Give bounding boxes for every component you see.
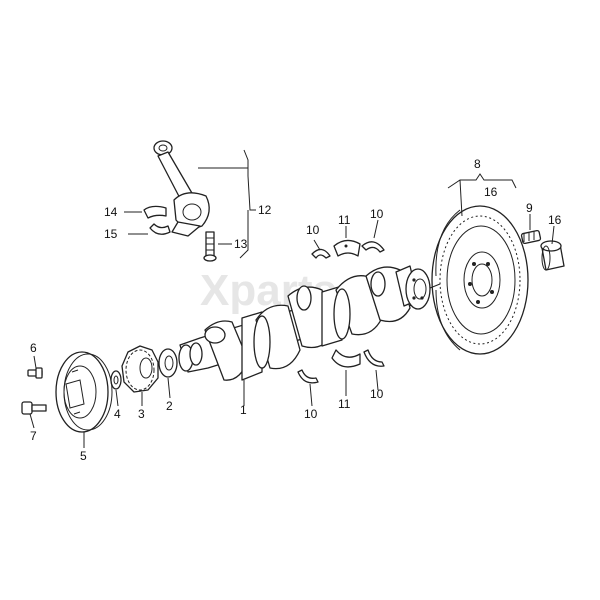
conrod-bearing-upper[interactable]	[143, 205, 167, 219]
thrust-washer-lower-right[interactable]	[363, 349, 385, 367]
timing-gear[interactable]	[121, 345, 159, 393]
thrust-washer-lower-left[interactable]	[297, 369, 319, 384]
flywheel[interactable]	[431, 205, 529, 355]
thrust-washer-upper-right[interactable]	[361, 241, 385, 253]
connecting-rod[interactable]	[153, 140, 210, 237]
callout-9: 9	[526, 201, 533, 215]
thrust-washer-upper-left[interactable]	[311, 248, 331, 259]
conrod-bolt[interactable]	[203, 231, 217, 262]
conrod-bearing-lower[interactable]	[149, 223, 171, 235]
main-bearing-lower[interactable]	[331, 349, 361, 368]
crankshaft[interactable]	[178, 265, 431, 381]
callout-4: 4	[114, 407, 121, 421]
callout-16-flywheel: 16	[484, 185, 498, 199]
vibration-damper[interactable]	[55, 351, 113, 433]
pulley-bolt[interactable]	[21, 401, 47, 415]
callout-13: 13	[234, 237, 248, 251]
callout-10-upper-left: 10	[306, 223, 320, 237]
callout-16-bearing: 16	[548, 213, 562, 227]
leader-lines	[29, 149, 555, 448]
callout-labels: 1 2 3 4 5 6 7 8 9 10 10 10 10 11 11 12 1…	[30, 157, 562, 463]
small-bolt[interactable]	[27, 367, 43, 379]
callout-8: 8	[474, 157, 481, 171]
callout-10-upper-right: 10	[370, 207, 384, 221]
callout-15: 15	[104, 227, 118, 241]
callout-3: 3	[138, 407, 145, 421]
callout-14: 14	[104, 205, 118, 219]
callout-1: 1	[240, 403, 247, 417]
callout-12: 12	[258, 203, 272, 217]
pilot-bearing[interactable]	[540, 240, 565, 271]
callout-7: 7	[30, 429, 37, 443]
callout-10-lower-right: 10	[370, 387, 384, 401]
callout-11-lower: 11	[338, 397, 351, 411]
callout-10-lower-left: 10	[304, 407, 318, 421]
flywheel-bolt[interactable]	[520, 229, 542, 245]
washer[interactable]	[110, 370, 122, 390]
callout-2: 2	[166, 399, 173, 413]
main-bearing-upper[interactable]	[333, 239, 361, 257]
oil-seal-flange[interactable]	[158, 348, 178, 378]
callout-5: 5	[80, 449, 87, 463]
callout-11-upper: 11	[338, 213, 351, 227]
callout-6: 6	[30, 341, 37, 355]
